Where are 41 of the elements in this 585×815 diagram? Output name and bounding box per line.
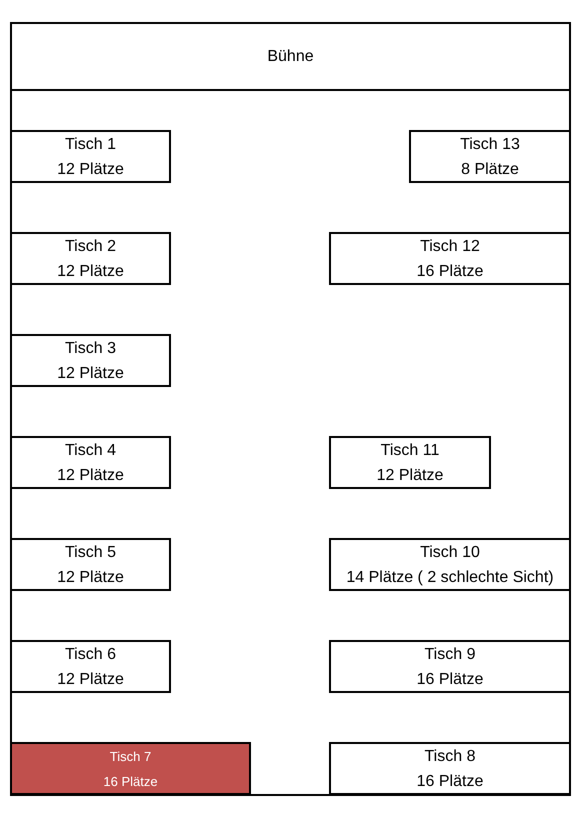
seat-count: 16 Plätze <box>416 772 484 792</box>
table-name: Tisch 12 <box>420 236 480 256</box>
seat-count: 12 Plätze <box>376 466 444 486</box>
seat-count: 8 Plätze <box>461 160 519 180</box>
table-box <box>10 232 171 285</box>
table-name: Tisch 2 <box>65 236 116 256</box>
table-box <box>329 436 491 489</box>
table-box <box>329 538 571 591</box>
stage-label: Bühne <box>267 47 314 67</box>
seat-count: 12 Plätze <box>57 568 124 588</box>
seat-count: 16 Plätze <box>103 772 158 790</box>
room-outline <box>10 22 571 796</box>
table-box <box>10 742 251 795</box>
table-name: Tisch 8 <box>424 746 476 766</box>
table-box <box>329 742 571 795</box>
seat-count: 12 Plätze <box>57 262 124 282</box>
table-name: Tisch 9 <box>424 644 476 664</box>
table-name: Tisch 6 <box>65 644 116 664</box>
seat-count: 14 Plätze ( 2 schlechte Sicht) <box>346 568 554 588</box>
seat-count: 16 Plätze <box>416 262 484 282</box>
table-name: Tisch 7 <box>110 748 152 766</box>
table-name: Tisch 11 <box>380 440 440 460</box>
seat-count: 12 Plätze <box>57 160 124 180</box>
table-name: Tisch 3 <box>65 338 116 358</box>
seat-count: 12 Plätze <box>57 364 124 384</box>
table-box <box>329 232 571 285</box>
table-box <box>329 640 571 693</box>
table-box <box>10 538 171 591</box>
seat-count: 12 Plätze <box>57 466 124 486</box>
table-name: Tisch 10 <box>420 542 480 562</box>
table-box <box>10 640 171 693</box>
table-box <box>10 130 171 183</box>
seat-count: 16 Plätze <box>416 670 484 690</box>
table-box <box>409 130 571 183</box>
seat-count: 12 Plätze <box>57 670 124 690</box>
table-box <box>10 334 171 387</box>
table-name: Tisch 13 <box>460 134 520 154</box>
table-name: Tisch 1 <box>65 134 116 154</box>
table-name: Tisch 5 <box>65 542 116 562</box>
table-box <box>10 436 171 489</box>
table-name: Tisch 4 <box>65 440 116 460</box>
